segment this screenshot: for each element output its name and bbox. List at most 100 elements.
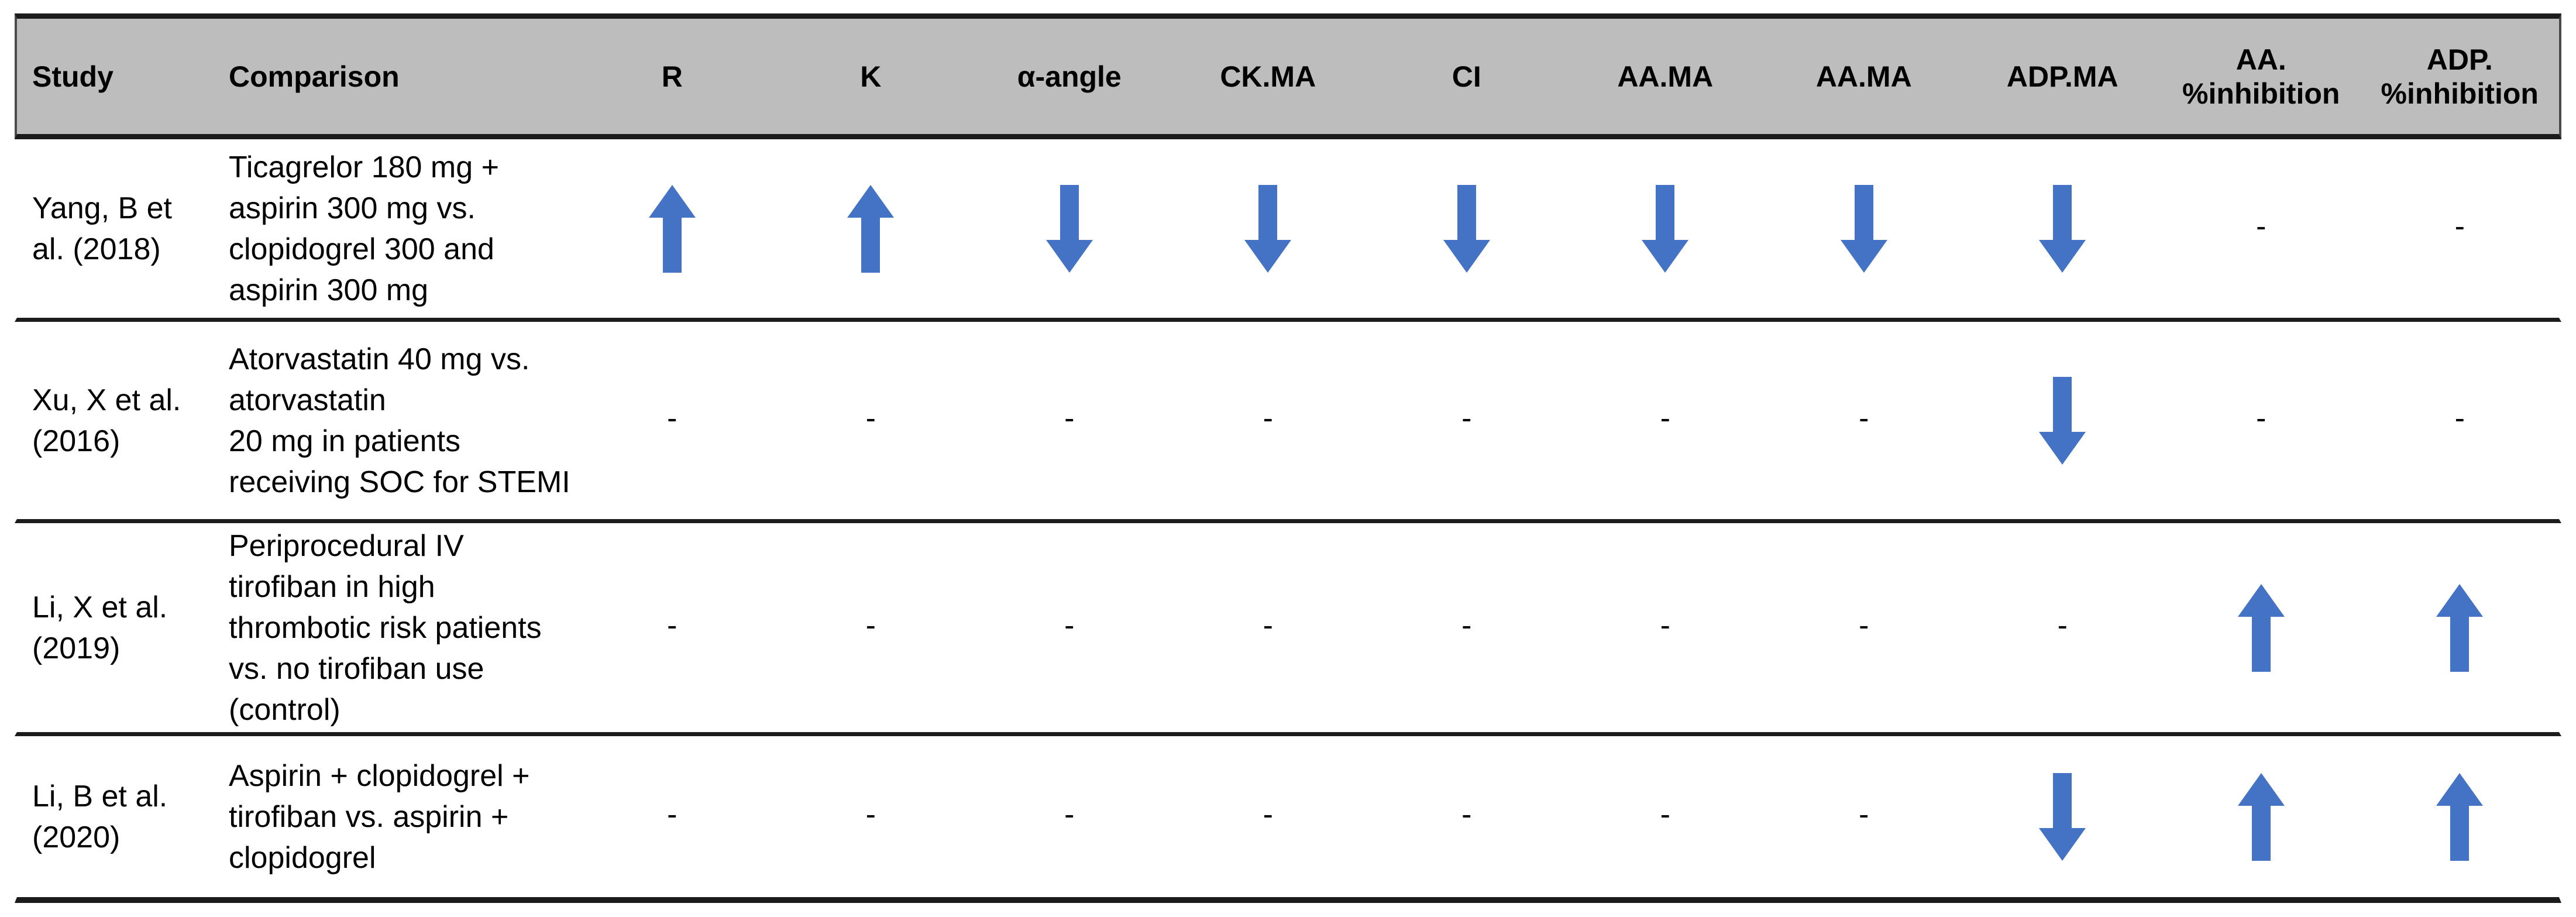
value-cell-aa-ma-1: - (1566, 796, 1765, 837)
table-body: Yang, B et al. (2018) Ticagrelor 180 mg +… (15, 139, 2561, 903)
value-cell-aa-inhibition: - (2162, 400, 2361, 441)
value-cell-aa-ma-2: - (1765, 607, 1963, 648)
no-change-dash: - (2256, 209, 2267, 243)
value-cell-aa-ma-2: - (1765, 400, 1963, 441)
value-cell-k: - (772, 607, 971, 648)
no-change-dash: - (1660, 797, 1670, 832)
no-change-dash: - (1263, 401, 1273, 435)
no-change-dash: - (1064, 608, 1075, 643)
no-change-dash: - (2256, 401, 2267, 435)
value-cell-adp-ma (1963, 376, 2162, 465)
down-arrow-icon (2039, 772, 2086, 861)
table-row: Xu, X et al. (2016) Atorvastatin 40 mg vs… (15, 322, 2561, 523)
value-cell-aa-inhibition: - (2162, 208, 2361, 249)
value-cell-r: - (573, 400, 772, 441)
up-arrow-icon (2436, 772, 2484, 861)
value-cell-aa-ma-1: - (1566, 607, 1765, 648)
column-header-comparison: Comparison (229, 60, 400, 93)
value-cell-aa-ma-2: - (1765, 796, 1963, 837)
down-arrow-icon (1840, 184, 1887, 273)
value-cell-ck-ma: - (1169, 607, 1368, 648)
value-cell-aa-ma-2 (1765, 184, 1963, 273)
column-header-ck-ma: CK.MA (1220, 60, 1316, 93)
comparison-cell: Ticagrelor 180 mg + aspirin 300 mg vs. c… (229, 150, 499, 307)
column-header-ci: CI (1452, 60, 1481, 93)
no-change-dash: - (1263, 608, 1273, 643)
no-change-dash: - (1263, 797, 1273, 832)
column-header-aa-ma-2: AA.MA (1815, 60, 1912, 93)
column-header-k: K (860, 60, 882, 93)
value-cell-r (573, 184, 772, 273)
value-cell-alpha-angle: - (970, 796, 1169, 837)
no-change-dash: - (1859, 797, 1869, 832)
down-arrow-icon (1244, 184, 1292, 273)
value-cell-ci: - (1367, 400, 1566, 441)
value-cell-ck-ma: - (1169, 400, 1368, 441)
value-cell-k: - (772, 796, 971, 837)
value-cell-adp-inhibition (2361, 772, 2560, 861)
no-change-dash: - (865, 608, 876, 643)
up-arrow-icon (2436, 583, 2484, 672)
no-change-dash: - (865, 797, 876, 832)
value-cell-adp-inhibition (2361, 583, 2560, 672)
study-cell: Li, X et al. (2019) (32, 590, 168, 665)
value-cell-aa-ma-1: - (1566, 400, 1765, 441)
column-header-aa-ma-1: AA.MA (1617, 60, 1714, 93)
down-arrow-icon (1045, 184, 1093, 273)
table-row: Li, B et al. (2020) Aspirin + clopidogrel… (15, 736, 2561, 903)
down-arrow-icon (1443, 184, 1490, 273)
value-cell-adp-inhibition: - (2361, 208, 2560, 249)
no-change-dash: - (2454, 401, 2465, 435)
down-arrow-icon (2039, 184, 2086, 273)
column-header-adp-ma: ADP.MA (2006, 60, 2118, 93)
value-cell-aa-inhibition (2162, 583, 2361, 672)
value-cell-k: - (772, 400, 971, 441)
comparison-cell: Periprocedural IV tirofiban in high thro… (229, 528, 542, 727)
no-change-dash: - (1461, 797, 1472, 832)
value-cell-adp-ma (1963, 772, 2162, 861)
value-cell-aa-inhibition (2162, 772, 2361, 861)
no-change-dash: - (865, 401, 876, 435)
up-arrow-icon (2237, 772, 2285, 861)
column-header-study: Study (32, 60, 114, 93)
no-change-dash: - (1461, 608, 1472, 643)
no-change-dash: - (2454, 209, 2465, 243)
comparison-cell: Aspirin + clopidogrel + tirofiban vs. as… (229, 758, 530, 875)
column-header-alpha-angle: α-angle (1017, 60, 1122, 93)
study-cell: Yang, B et al. (2018) (32, 191, 172, 266)
no-change-dash: - (2057, 608, 2068, 643)
no-change-dash: - (667, 608, 677, 643)
value-cell-adp-inhibition: - (2361, 400, 2560, 441)
no-change-dash: - (1064, 797, 1075, 832)
value-cell-ck-ma: - (1169, 796, 1368, 837)
column-header-aa-inhibition: AA. %inhibition (2182, 43, 2340, 110)
study-cell: Li, B et al. (2020) (32, 779, 168, 854)
no-change-dash: - (1660, 608, 1670, 643)
value-cell-ck-ma (1169, 184, 1368, 273)
value-cell-adp-ma (1963, 184, 2162, 273)
up-arrow-icon (847, 184, 895, 273)
value-cell-ci: - (1367, 796, 1566, 837)
table-row: Yang, B et al. (2018) Ticagrelor 180 mg +… (15, 139, 2561, 322)
value-cell-alpha-angle: - (970, 607, 1169, 648)
table-row: Li, X et al. (2019) Periprocedural IV tir… (15, 523, 2561, 736)
no-change-dash: - (1859, 401, 1869, 435)
up-arrow-icon (2237, 583, 2285, 672)
column-header-adp-inhibition: ADP. %inhibition (2381, 43, 2539, 110)
value-cell-aa-ma-1 (1566, 184, 1765, 273)
value-cell-ci (1367, 184, 1566, 273)
value-cell-k (772, 184, 971, 273)
no-change-dash: - (1064, 401, 1075, 435)
column-header-r: R (661, 60, 683, 93)
study-cell: Xu, X et al. (2016) (32, 383, 181, 458)
no-change-dash: - (1859, 608, 1869, 643)
down-arrow-icon (2039, 376, 2086, 465)
value-cell-ci: - (1367, 607, 1566, 648)
no-change-dash: - (1461, 401, 1472, 435)
no-change-dash: - (667, 797, 677, 832)
value-cell-alpha-angle (970, 184, 1169, 273)
value-cell-alpha-angle: - (970, 400, 1169, 441)
comparison-cell: Atorvastatin 40 mg vs. atorvastatin 20 m… (229, 342, 570, 499)
